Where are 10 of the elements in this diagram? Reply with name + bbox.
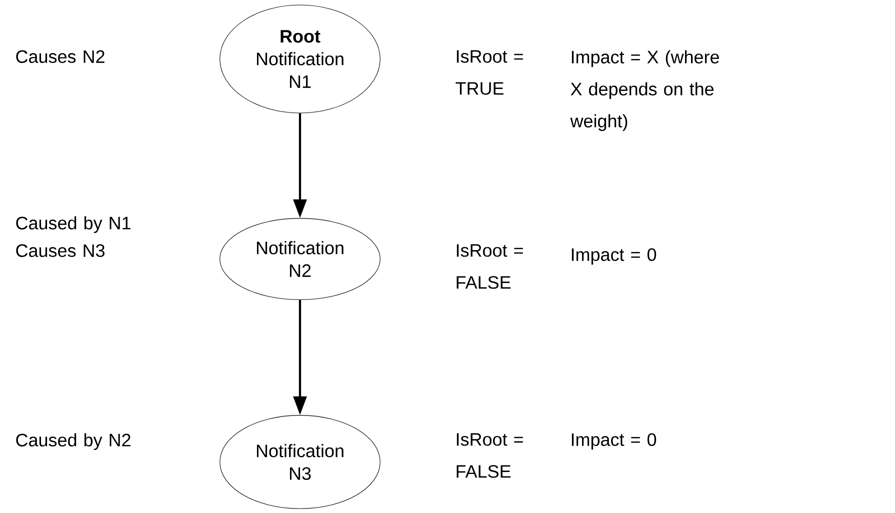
annotation-text: Caused by N2: [16, 433, 130, 450]
annotation-text: Impact = 0: [572, 433, 656, 450]
annotation-text: Impact = X (where X depends on the weight): [570, 50, 719, 132]
annotation-text: Impact = 0: [572, 248, 656, 265]
annotation-text: IsRoot = FALSE: [456, 244, 523, 289]
annotation-text: Causes N2: [16, 50, 104, 63]
annotation-text: Caused by N1: [16, 216, 130, 234]
annotation-text: IsRoot = FALSE: [456, 433, 523, 478]
annotation-text: IsRoot = TRUE: [456, 50, 523, 95]
annotation-text: Causes N3: [16, 244, 104, 257]
